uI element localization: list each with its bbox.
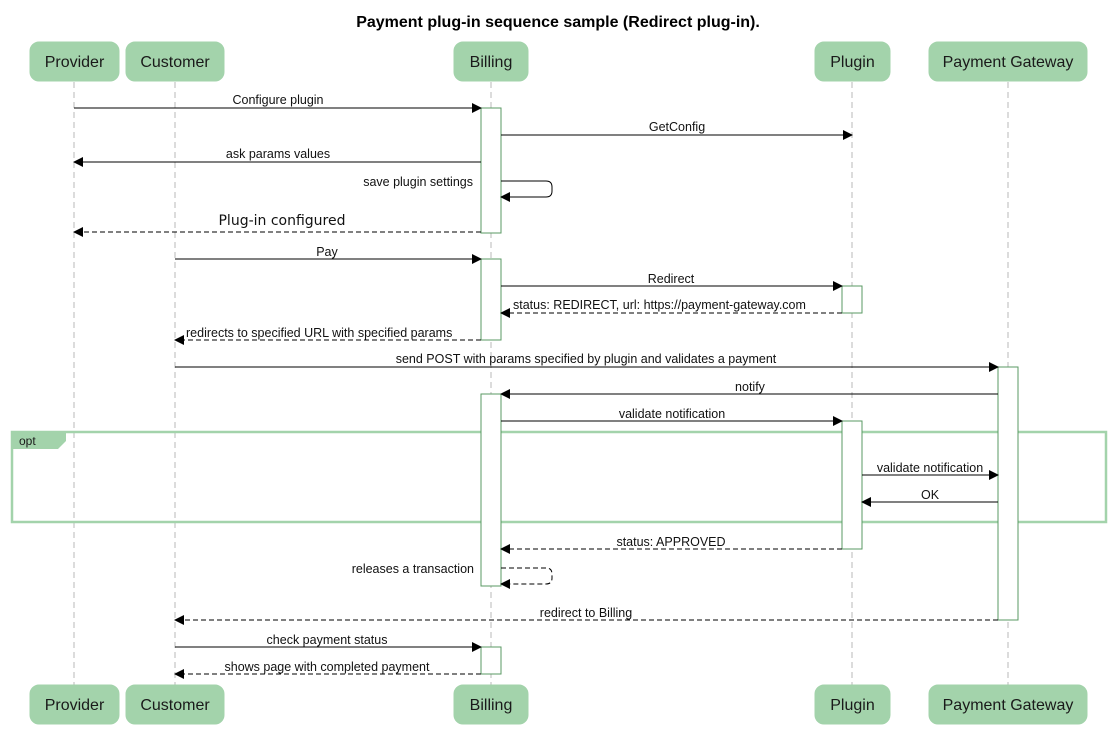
participant-label: Payment Gateway xyxy=(943,697,1074,714)
participant-plugin-top: Plugin xyxy=(814,41,891,82)
participant-label: Customer xyxy=(140,697,210,714)
opt-fragment: opt xyxy=(10,430,1108,524)
participant-payment-gateway-top: Payment Gateway xyxy=(928,41,1088,82)
message-label-redirect: Redirect xyxy=(648,272,695,286)
message-label-save-plugin-settings: save plugin settings xyxy=(363,175,473,189)
message-label-ok: OK xyxy=(921,488,940,502)
participant-box xyxy=(453,41,529,82)
activation-plugin-redirect xyxy=(841,285,863,314)
participants-bottom: Provider Customer Billing Plugin Payment… xyxy=(29,684,1088,725)
activation-billing-status xyxy=(480,646,502,675)
participant-plugin-bottom: Plugin xyxy=(814,684,891,725)
participant-provider-bottom: Provider xyxy=(29,684,120,725)
participant-box xyxy=(29,41,120,82)
message-label-redirects-to-url: redirects to specified URL with specifie… xyxy=(186,326,452,340)
message-label-ask-params-values: ask params values xyxy=(226,147,330,161)
participant-customer-top: Customer xyxy=(125,41,225,82)
participant-box xyxy=(453,684,529,725)
message-label-status-redirect: status: REDIRECT, url: https://payment-g… xyxy=(513,298,806,312)
diagram-title: Payment plug-in sequence sample (Redirec… xyxy=(356,14,760,31)
message-label-status-approved: status: APPROVED xyxy=(616,535,725,549)
participant-box xyxy=(125,41,225,82)
participant-box xyxy=(928,684,1088,725)
participant-billing-bottom: Billing xyxy=(453,684,529,725)
message-label-getconfig: GetConfig xyxy=(649,120,705,134)
message-label-releases-transaction: releases a transaction xyxy=(352,562,474,576)
activation-payment-gateway xyxy=(997,366,1019,621)
activation-billing-configure xyxy=(480,107,502,234)
message-label-configure-plugin: Configure plugin xyxy=(232,93,323,107)
lifelines xyxy=(73,82,1009,685)
message-arrow-releases-transaction xyxy=(500,567,553,589)
message-label-check-payment-status: check payment status xyxy=(267,633,388,647)
participant-box xyxy=(125,684,225,725)
activation-billing-notify xyxy=(480,393,502,587)
message-label-send-post: send POST with params specified by plugi… xyxy=(396,352,777,366)
participant-label: Provider xyxy=(45,54,105,71)
opt-label: opt xyxy=(19,434,36,448)
participant-customer-bottom: Customer xyxy=(125,684,225,725)
opt-tab xyxy=(12,432,66,449)
message-label-validate-notification-gateway: validate notification xyxy=(877,461,983,475)
participants-top: Provider Customer Billing Plugin Payment… xyxy=(29,41,1088,82)
participant-box xyxy=(928,41,1088,82)
participant-label: Billing xyxy=(470,697,513,714)
message-arrow-save-plugin-settings xyxy=(500,180,553,202)
message-label-shows-completed-page: shows page with completed payment xyxy=(225,660,431,674)
participant-label: Billing xyxy=(470,54,513,71)
message-label-validate-notification-plugin: validate notification xyxy=(619,407,725,421)
message-label-redirect-to-billing: redirect to Billing xyxy=(540,606,632,620)
activations xyxy=(480,107,1019,675)
participant-label: Plugin xyxy=(830,54,874,71)
participant-label: Payment Gateway xyxy=(943,54,1074,71)
activation-billing-pay xyxy=(480,258,502,341)
participant-box xyxy=(29,684,120,725)
participant-payment-gateway-bottom: Payment Gateway xyxy=(928,684,1088,725)
participant-billing-top: Billing xyxy=(453,41,529,82)
message-label-notify: notify xyxy=(735,380,766,394)
participant-label: Provider xyxy=(45,697,105,714)
participant-provider-top: Provider xyxy=(29,41,120,82)
message-label-plugin-configured: Plug-in configured xyxy=(218,213,345,229)
participant-box xyxy=(814,41,891,82)
participant-label: Plugin xyxy=(830,697,874,714)
messages: Configure plugin GetConfig ask params va… xyxy=(73,93,999,679)
opt-frame xyxy=(10,430,1108,524)
activation-plugin-validate xyxy=(841,420,863,550)
message-label-pay: Pay xyxy=(316,245,338,259)
participant-box xyxy=(814,684,891,725)
participant-label: Customer xyxy=(140,54,210,71)
